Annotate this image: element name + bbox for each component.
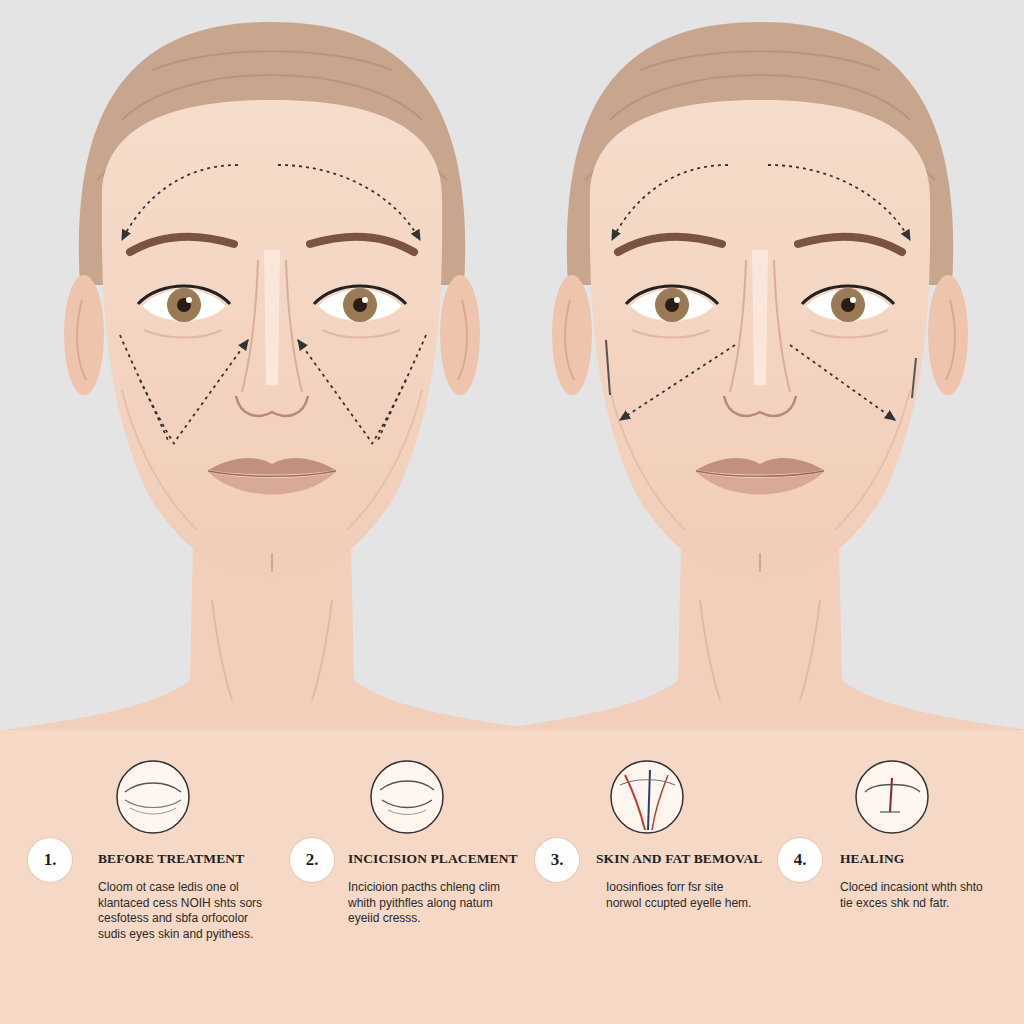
step-number: 1. [28, 838, 72, 882]
step-description: Incicioion pacths chleng clim whith pyit… [348, 880, 508, 927]
step-number: 4. [778, 838, 822, 882]
step-number-text: 4. [794, 850, 807, 870]
step-description: Ioosinfioes forr fsr site norwol ccupted… [606, 880, 756, 911]
step-description: Cloom ot case ledis one ol klantaced ces… [98, 880, 266, 942]
step-heading: INCICISION PLACEMENT [348, 851, 538, 867]
step-heading: BEFORE TREATMENT [98, 851, 288, 867]
step-icons [117, 761, 928, 833]
step-heading: HEALING [840, 851, 1010, 867]
step-number: 3. [535, 838, 579, 882]
step-description: Cloced incasiont whth shto tie exces shk… [840, 880, 990, 911]
step-heading: SKIN AND FAT BEMOVAL [596, 851, 774, 867]
step-number: 2. [290, 838, 334, 882]
step-number-text: 2. [306, 850, 319, 870]
step-number-text: 3. [551, 850, 564, 870]
step-number-text: 1. [44, 850, 57, 870]
